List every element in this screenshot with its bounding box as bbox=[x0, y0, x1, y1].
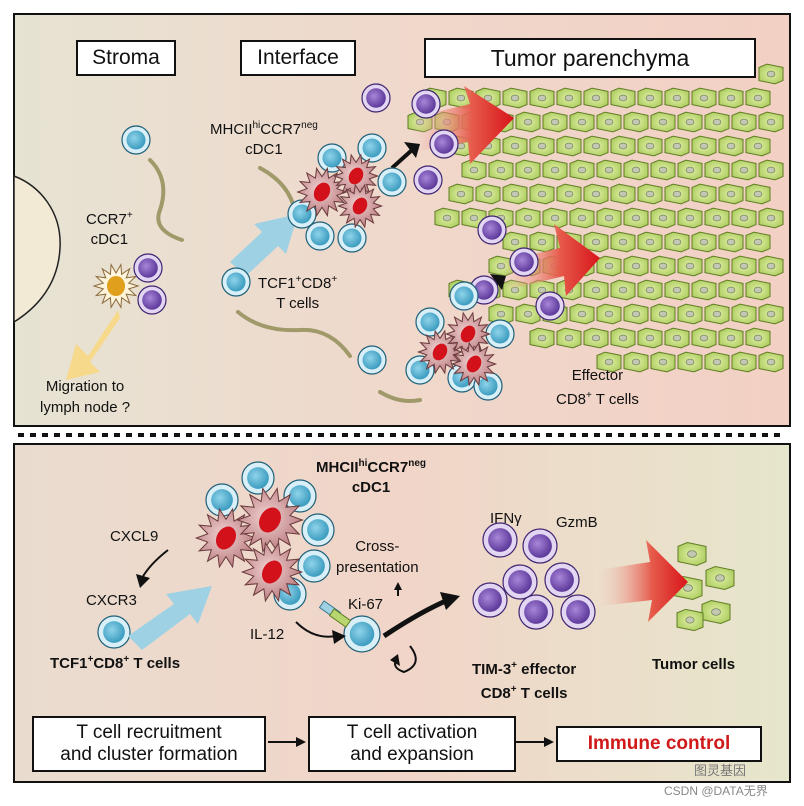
il12-label: IL-12 bbox=[250, 626, 285, 643]
wechat-watermark: 图灵基因 bbox=[694, 763, 747, 778]
gzmb-label: GzmB bbox=[556, 514, 598, 531]
dc-nucleus bbox=[259, 507, 281, 533]
interface-label: Interface bbox=[240, 40, 356, 76]
tim3-effector-label: TIM-3+ effector CD8+ T cells bbox=[472, 660, 577, 702]
dc-nucleus bbox=[313, 182, 331, 202]
dc-nucleus bbox=[352, 197, 368, 215]
tcf1-cd8-label: TCF1+CD8+ T cells bbox=[258, 274, 338, 312]
ki67-label: Ki-67 bbox=[348, 596, 384, 613]
dc-nucleus bbox=[432, 343, 448, 361]
dc-nucleus bbox=[215, 526, 237, 550]
cross-presentation-label: Cross-presentation bbox=[336, 538, 419, 576]
tumor-cells-label: Tumor cells bbox=[652, 656, 736, 673]
ccr7-cdc1-label: CCR7+ cDC1 bbox=[86, 210, 133, 248]
bottom-mhcii-cdc1-label: MHCIIhiCCR7neg cDC1 bbox=[316, 458, 427, 496]
immune-control-box: Immune control bbox=[556, 726, 762, 762]
effector-cd8-label: Effector CD8+ T cells bbox=[556, 367, 639, 408]
cxcr3-label: CXCR3 bbox=[86, 592, 137, 609]
tumor-parenchyma-label: Tumor parenchyma bbox=[424, 38, 756, 78]
csdn-watermark: CSDN @DATA无界 bbox=[664, 784, 768, 798]
mhcii-cdc1-label: MHCIIhiCCR7neg cDC1 bbox=[210, 120, 318, 158]
cxcl9-label: CXCL9 bbox=[110, 528, 159, 545]
dc-nucleus bbox=[460, 325, 476, 343]
dc-nucleus bbox=[466, 355, 482, 373]
tcf1-cd8-bottom-label: TCF1+CD8+ T cells bbox=[50, 654, 181, 672]
bottom-panel-cells bbox=[97, 461, 735, 653]
top-panel-cells bbox=[92, 83, 565, 401]
dc-nucleus bbox=[348, 167, 364, 185]
stroma-label: Stroma bbox=[76, 40, 176, 76]
dc-nucleus bbox=[261, 560, 283, 584]
ifng-label: IFNγ bbox=[490, 510, 522, 527]
dc-nucleus bbox=[107, 276, 125, 296]
